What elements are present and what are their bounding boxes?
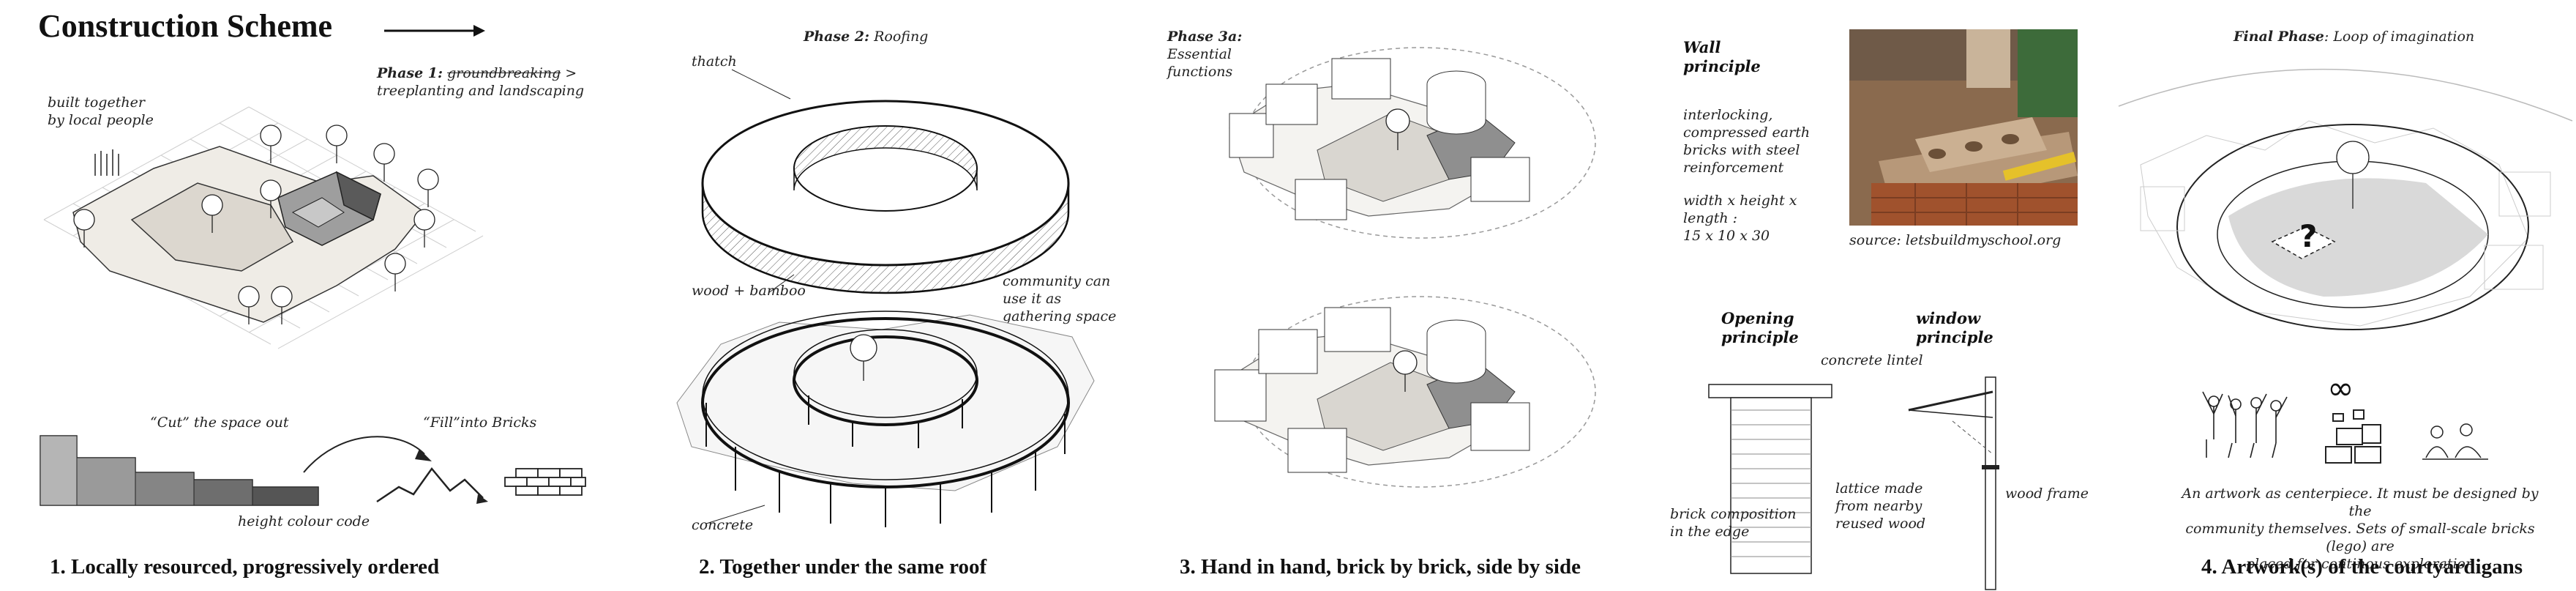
dim-line1: width x height x: [1683, 193, 1797, 209]
functions-diagram-top: [1229, 47, 1596, 239]
window-heading-line2: principle: [1916, 328, 1993, 346]
courtyard-diagram: [2118, 68, 2573, 330]
phase1-label: Phase 1: groundbreaking > treeplanting a…: [377, 64, 584, 100]
phase3-line2: Essential: [1167, 46, 1232, 62]
phase1-title: Phase 1:: [377, 65, 443, 81]
community-label: community can use it as gathering space: [1003, 272, 1116, 325]
wall-description: interlocking, compressed earth bricks wi…: [1683, 106, 1810, 176]
fill-label: “Fill”into Bricks: [423, 415, 537, 431]
roof-diagram: [676, 69, 1095, 527]
built-note: built together by local people: [48, 94, 154, 129]
thatch-label: thatch: [692, 53, 737, 70]
opening-heading-line2: principle: [1721, 328, 1799, 346]
cut-label: “Cut” the space out: [150, 415, 289, 431]
lattice-line2: from nearby: [1835, 498, 1922, 514]
opening-diagram: [1708, 384, 1832, 574]
concrete-label: concrete: [692, 517, 754, 533]
lego-bricks-icon: [2325, 409, 2381, 464]
caption-4: 4. Artwork(s) of the courtyardigans: [2201, 555, 2523, 579]
phase3-title: Phase 3a:: [1167, 29, 1243, 45]
artwork-desc-line3: placed for continous exploration: [2245, 556, 2475, 572]
community-line2: use it as: [1003, 291, 1062, 307]
lintel-label: concrete lintel: [1821, 352, 1923, 368]
artwork-desc-line1: An artwork as centerpiece. It must be de…: [2182, 486, 2539, 519]
window-heading: window principle: [1916, 309, 1993, 347]
built-note-line1: built together: [48, 94, 145, 111]
infinity-icon: ∞: [2327, 370, 2354, 407]
site-grid-diagram: [43, 106, 484, 349]
phase2-rest: Roofing: [869, 29, 929, 45]
phase2-title: Phase 2:: [804, 29, 870, 45]
artwork-desc-line2: community themselves. Sets of small-scal…: [2185, 521, 2535, 554]
brick-line1: brick composition: [1670, 506, 1797, 522]
cut-fill-diagram: [40, 435, 586, 506]
community-people-icon: [2202, 391, 2288, 458]
caption-1: 1. Locally resourced, progressively orde…: [50, 555, 440, 579]
wall-heading-line2: principle: [1683, 57, 1761, 75]
brick-dimensions: width x height x length : 15 x 10 x 30: [1683, 192, 1797, 245]
artwork-description: An artwork as centerpiece. It must be de…: [2170, 485, 2550, 573]
final-phase-title: Final Phase: [2234, 29, 2324, 45]
photo-source: source: letsbuildmyschool.org: [1849, 232, 2062, 248]
opening-heading-line1: Opening: [1721, 309, 1794, 327]
page-title: Construction Scheme: [38, 8, 333, 44]
phase1-line2: treeplanting and landscaping: [377, 83, 585, 99]
wall-desc-line4: reinforcement: [1683, 160, 1784, 176]
phase3-line3: functions: [1167, 64, 1233, 80]
lattice-line3: reused wood: [1835, 516, 1926, 532]
functions-diagram-bottom: [1214, 296, 1596, 488]
brick-composition-label: brick composition in the edge: [1670, 505, 1796, 540]
caption-2: 2. Together under the same roof: [699, 555, 987, 579]
dim-line2: length :: [1683, 210, 1738, 226]
wall-heading-line1: Wall: [1683, 38, 1721, 56]
children-playing-icon: [2422, 423, 2488, 460]
wall-desc-line1: interlocking,: [1683, 107, 1773, 123]
title-arrow-icon: [384, 25, 485, 37]
final-phase-label: Final Phase: Loop of imagination: [2234, 28, 2474, 45]
caption-3: 3. Hand in hand, brick by brick, side by…: [1180, 555, 1581, 579]
phase1-rest: >: [561, 65, 577, 81]
final-phase-rest: : Loop of imagination: [2324, 29, 2475, 45]
wall-heading: Wall principle: [1683, 38, 1761, 76]
wall-desc-line3: bricks with steel: [1683, 142, 1800, 158]
question-mark: ?: [2299, 218, 2318, 254]
brick-line2: in the edge: [1670, 524, 1750, 540]
community-line1: community can: [1003, 273, 1111, 289]
phase2-label: Phase 2: Roofing: [804, 28, 928, 45]
lattice-label: lattice made from nearby reused wood: [1835, 480, 1925, 532]
lattice-line1: lattice made: [1835, 480, 1923, 497]
window-heading-line1: window: [1916, 309, 1981, 327]
phase3-label: Phase 3a: Essential functions: [1167, 28, 1242, 81]
height-label: height colour code: [238, 513, 370, 529]
wall-desc-line2: compressed earth: [1683, 124, 1811, 141]
built-note-line2: by local people: [48, 112, 154, 128]
community-line3: gathering space: [1003, 308, 1117, 324]
brick-photo: [1849, 29, 2078, 226]
dim-line3: 15 x 10 x 30: [1683, 228, 1770, 244]
frame-label: wood frame: [2005, 486, 2089, 502]
opening-heading: Opening principle: [1721, 309, 1799, 347]
window-diagram: [1908, 376, 1999, 590]
phase1-struck: groundbreaking: [447, 65, 561, 81]
